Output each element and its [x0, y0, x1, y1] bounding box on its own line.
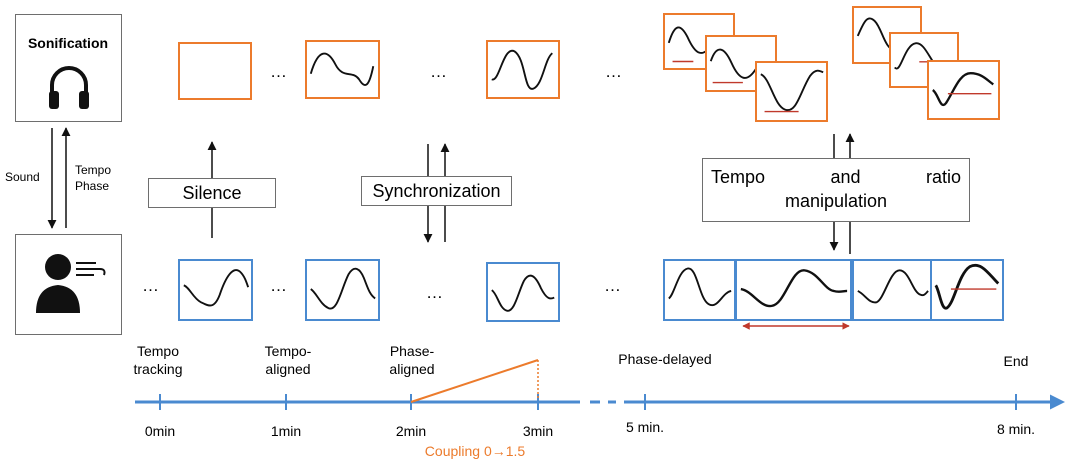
breathing-frame-1	[178, 259, 253, 321]
sonification-frame-2	[486, 40, 560, 99]
breathing-frame-4	[663, 259, 736, 321]
ellipsis: …	[142, 276, 160, 295]
sonification-frame-4c	[927, 60, 1000, 120]
ellipsis: …	[270, 276, 288, 295]
ellipsis: …	[426, 283, 444, 302]
tick-8min: 8 min.	[996, 421, 1036, 437]
silence-label-box: Silence	[148, 178, 276, 208]
tempo-ratio-label-box: Tempo and ratio manipulation	[702, 158, 970, 222]
tempo-ratio-label-line1: Tempo and ratio	[711, 167, 961, 187]
breathing-frame-3	[486, 262, 560, 322]
ellipsis: …	[270, 62, 288, 81]
ellipsis: …	[605, 62, 623, 81]
period-span-arrow	[742, 322, 850, 330]
tempo-label: Tempo	[75, 163, 112, 177]
sonification-box: Sonification	[15, 14, 122, 122]
phase-label-end: End	[1003, 353, 1029, 369]
sonification-frame-1	[305, 40, 380, 99]
sonification-frame-3c	[755, 61, 828, 122]
tick-0min: 0min	[144, 423, 176, 439]
headphones-icon	[49, 66, 89, 109]
person-breathing-icon	[36, 254, 106, 313]
sound-tempo-arrows	[47, 127, 71, 229]
breathing-frame-6	[852, 259, 932, 321]
sonification-frame-empty	[178, 42, 252, 100]
phase-label-phase-delayed: Phase-delayed	[618, 351, 712, 367]
silence-label: Silence	[182, 183, 242, 203]
phase-label-tempo-tracking: Tempo tracking	[133, 343, 183, 377]
tempo-ratio-label-line2: manipulation	[784, 191, 888, 211]
coupling-label: Coupling 0→1.5	[424, 443, 526, 459]
phase-label: Phase	[75, 179, 110, 193]
participant-box	[15, 234, 122, 335]
tick-1min: 1min	[270, 423, 302, 439]
tick-3min: 3min	[522, 423, 554, 439]
breathing-frame-7	[930, 259, 1004, 321]
phase-label-tempo-aligned: Tempo- aligned	[264, 343, 312, 377]
ellipsis: …	[430, 62, 448, 81]
ellipsis: …	[604, 276, 622, 295]
synchronization-label: Synchronization	[372, 181, 501, 201]
phase-label-phase-aligned: Phase- aligned	[389, 343, 435, 377]
tick-2min: 2min	[395, 423, 427, 439]
breathing-frame-5	[735, 259, 852, 321]
sonification-title: Sonification	[27, 35, 109, 51]
sound-label: Sound	[5, 170, 40, 184]
breathing-frame-2	[305, 259, 380, 321]
synchronization-label-box: Synchronization	[361, 176, 512, 206]
tick-5min: 5 min.	[625, 419, 665, 435]
